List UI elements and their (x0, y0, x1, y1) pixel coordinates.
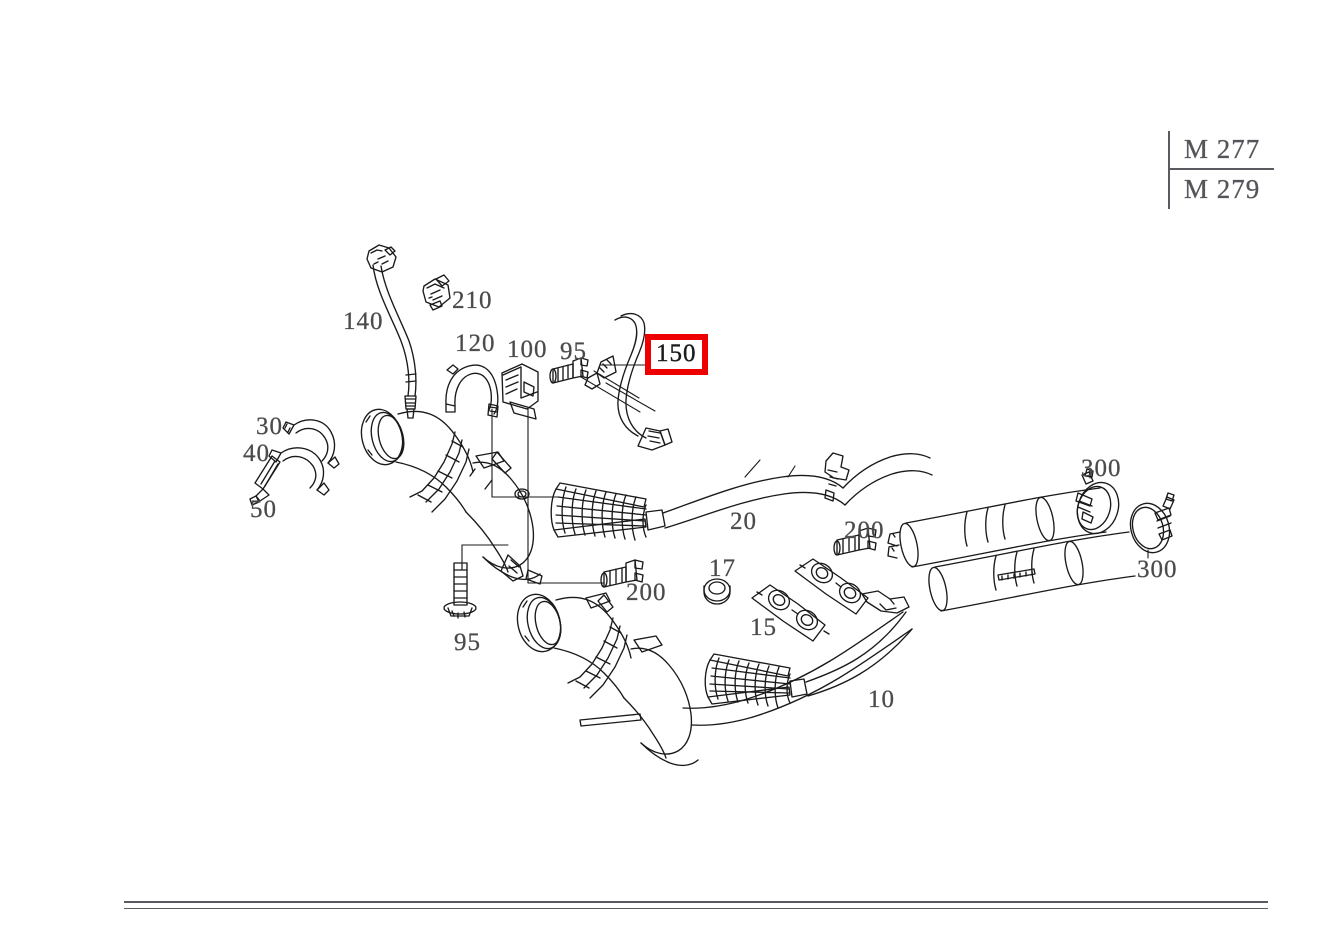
engine-model-m277: M 277 (1170, 131, 1274, 170)
engine-model-box: M 277 M 279 (1168, 131, 1274, 209)
part-retaining-clip-120 (445, 364, 499, 418)
callout-50: 50 (250, 496, 277, 523)
part-clamp-40 (268, 447, 330, 496)
part-gasket-flange-left (751, 584, 830, 642)
part-flange-connector (861, 590, 910, 614)
part-oxygen-sensor-140 (366, 244, 417, 419)
part-flex-pipe-20 (550, 453, 933, 541)
part-downpipe-catalyst-left (360, 408, 543, 585)
callout-150-highlighted: 150 (645, 334, 708, 375)
part-gasket-flange-right (794, 558, 869, 615)
callout-200-upper: 200 (844, 517, 885, 544)
engine-model-m279: M 279 (1184, 174, 1261, 204)
callout-200-lower: 200 (626, 579, 667, 606)
part-flex-pipe-lower (704, 611, 913, 709)
part-grommet-17 (703, 578, 731, 605)
part-bolt-200-lower (600, 559, 644, 588)
part-connector-bracket-210 (422, 274, 451, 311)
callout-210: 210 (452, 287, 493, 314)
callout-300-lower: 300 (1137, 556, 1178, 583)
part-clamp-ring-300-upper (1075, 468, 1120, 535)
callout-10: 10 (868, 686, 895, 713)
part-pipe-bracket (824, 452, 850, 502)
callout-30: 30 (256, 413, 283, 440)
callout-17: 17 (709, 555, 736, 582)
callout-95-upper: 95 (560, 338, 587, 365)
callout-300-upper: 300 (1081, 455, 1122, 482)
part-clamp-bolt-50 (249, 455, 281, 506)
callout-120: 120 (455, 330, 496, 357)
part-tailpipe-upper (887, 487, 1107, 568)
part-bolt-95-lower (443, 562, 477, 619)
part-heat-shield-clamp-100 (501, 363, 539, 420)
part-clamp-30 (282, 419, 340, 469)
callout-95-lower: 95 (454, 629, 481, 656)
leader-lines (461, 364, 1149, 584)
part-bolt-200-upper (833, 527, 877, 556)
callout-140: 140 (343, 308, 384, 335)
part-downpipe-catalyst-lower (516, 592, 699, 767)
part-tailpipe-lower (928, 531, 1136, 612)
callout-100: 100 (507, 336, 548, 363)
part-clamp-ring-300-lower (1129, 492, 1175, 554)
callout-40: 40 (243, 440, 270, 467)
callout-15: 15 (750, 614, 777, 641)
callout-20: 20 (730, 508, 757, 535)
footer-divider (124, 901, 1268, 909)
part-bolt-95-upper (549, 357, 589, 384)
